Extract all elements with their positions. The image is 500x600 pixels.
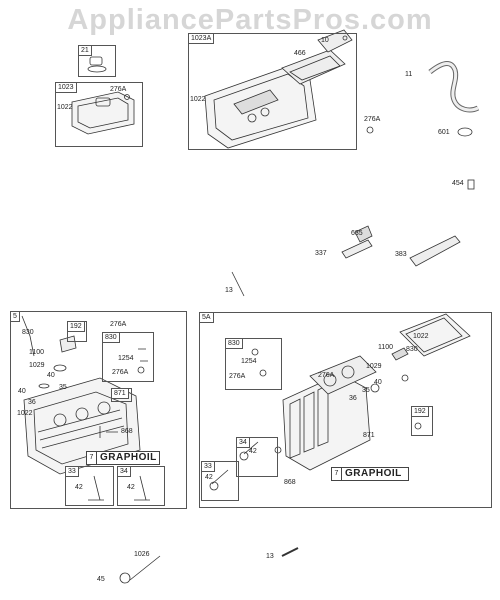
part-276a-drawing [366,126,374,134]
label-1022: 1022 [190,96,206,103]
part-383-drawing [409,235,461,267]
label-337: 337 [315,250,327,257]
box-34-tag: 34 [118,467,131,477]
label-276a: 276A [364,116,381,123]
box-33: 33 [65,466,114,506]
label-454: 454 [452,180,464,187]
label-635: 635 [351,230,363,237]
box5-valves-drawing [88,475,150,501]
box-21: 21 [78,45,116,77]
label-1254: 1254 [118,355,134,362]
box-1023a: 1023A [188,33,357,150]
box5-head-drawing [21,315,148,475]
label-276a: 276A [318,372,335,379]
label-13: 13 [225,287,233,294]
label-36: 36 [349,395,357,402]
label-42: 42 [205,474,213,481]
box-1023a-tag: 1023A [189,34,215,44]
label-13: 13 [266,553,274,560]
box-192-tag: 192 [68,322,85,332]
graphoil-tag-left: 7 GRAPHOIL [86,451,160,465]
label-871: 871 [363,432,375,439]
graphoil-tag-right-number: 7 [332,468,342,480]
label-868: 868 [121,428,133,435]
graphoil-tag-left-word: GRAPHOIL [100,452,157,463]
part-601-drawing [457,127,473,137]
label-40: 40 [18,388,26,395]
label-276a: 276A [110,321,127,328]
box-192-right-tag: 192 [412,407,429,417]
label-10: 10 [321,37,329,44]
label-11: 11 [405,71,413,78]
label-276a: 276A [229,373,246,380]
part-21-drawing [87,56,107,73]
part-11-drawing [428,61,480,113]
part-454-drawing [467,179,475,190]
label-40: 40 [374,379,382,386]
part-1023-drawing [71,91,135,135]
graphoil-tag-right-word: GRAPHOIL [345,468,402,479]
part-45-drawing [119,572,131,584]
label-1026: 1026 [134,551,150,558]
label-830: 830 [406,346,418,353]
box-33-right: 33 [201,461,239,501]
box-1023: 1023 [55,82,143,147]
spark-plug-drawing [341,225,373,259]
box-871-tag: 871 [112,389,129,399]
box-830: 830 [102,332,154,382]
label-1029: 1029 [29,362,45,369]
label-830: 830 [22,329,34,336]
part-13-drawing [231,271,245,297]
part-1023a-drawing [204,29,353,149]
label-35: 35 [362,387,370,394]
box5a-head-drawing [209,313,471,491]
box-192: 192 [67,321,87,342]
label-1022: 1022 [413,333,429,340]
box-21-tag: 21 [79,46,92,56]
part-1026-drawing [129,555,161,581]
graphoil-tag-left-number: 7 [87,452,97,464]
label-1022: 1022 [17,410,33,417]
part-13b-drawing [281,547,299,557]
label-1254: 1254 [241,358,257,365]
box-830-right: 830 [225,338,282,390]
label-1029: 1029 [366,363,382,370]
box-830-right-tag: 830 [226,339,243,349]
box-5a: 5A [199,312,492,508]
label-42: 42 [249,448,257,455]
box-192-right: 192 [411,406,433,436]
box-33-tag: 33 [66,467,79,477]
box-871: 871 [111,388,132,402]
box-830-tag: 830 [103,333,120,343]
box-5a-tag: 5A [200,313,214,323]
label-42: 42 [127,484,135,491]
label-1100: 1100 [378,344,394,351]
graphoil-tag-right: 7 GRAPHOIL [331,467,409,481]
watermark: AppliancePartsPros.com [67,4,433,36]
box-34: 34 [117,466,165,506]
label-42: 42 [75,484,83,491]
label-466: 466 [294,50,306,57]
label-45: 45 [97,576,105,583]
label-868: 868 [284,479,296,486]
box-1023-tag: 1023 [56,83,77,93]
label-601: 601 [438,129,450,136]
label-40: 40 [47,372,55,379]
box-33-right-tag: 33 [202,462,215,472]
label-36: 36 [28,399,36,406]
label-276a: 276A [112,369,129,376]
label-35: 35 [59,384,67,391]
label-383: 383 [395,251,407,258]
label-1022: 1022 [57,104,73,111]
box-5-tag: 5 [11,312,20,322]
label-1100: 1100 [29,349,45,356]
label-276a: 276A [110,86,127,93]
box-34-right: 34 [236,437,278,477]
box-34-right-tag: 34 [237,438,250,448]
box-5: 5 [10,311,187,509]
